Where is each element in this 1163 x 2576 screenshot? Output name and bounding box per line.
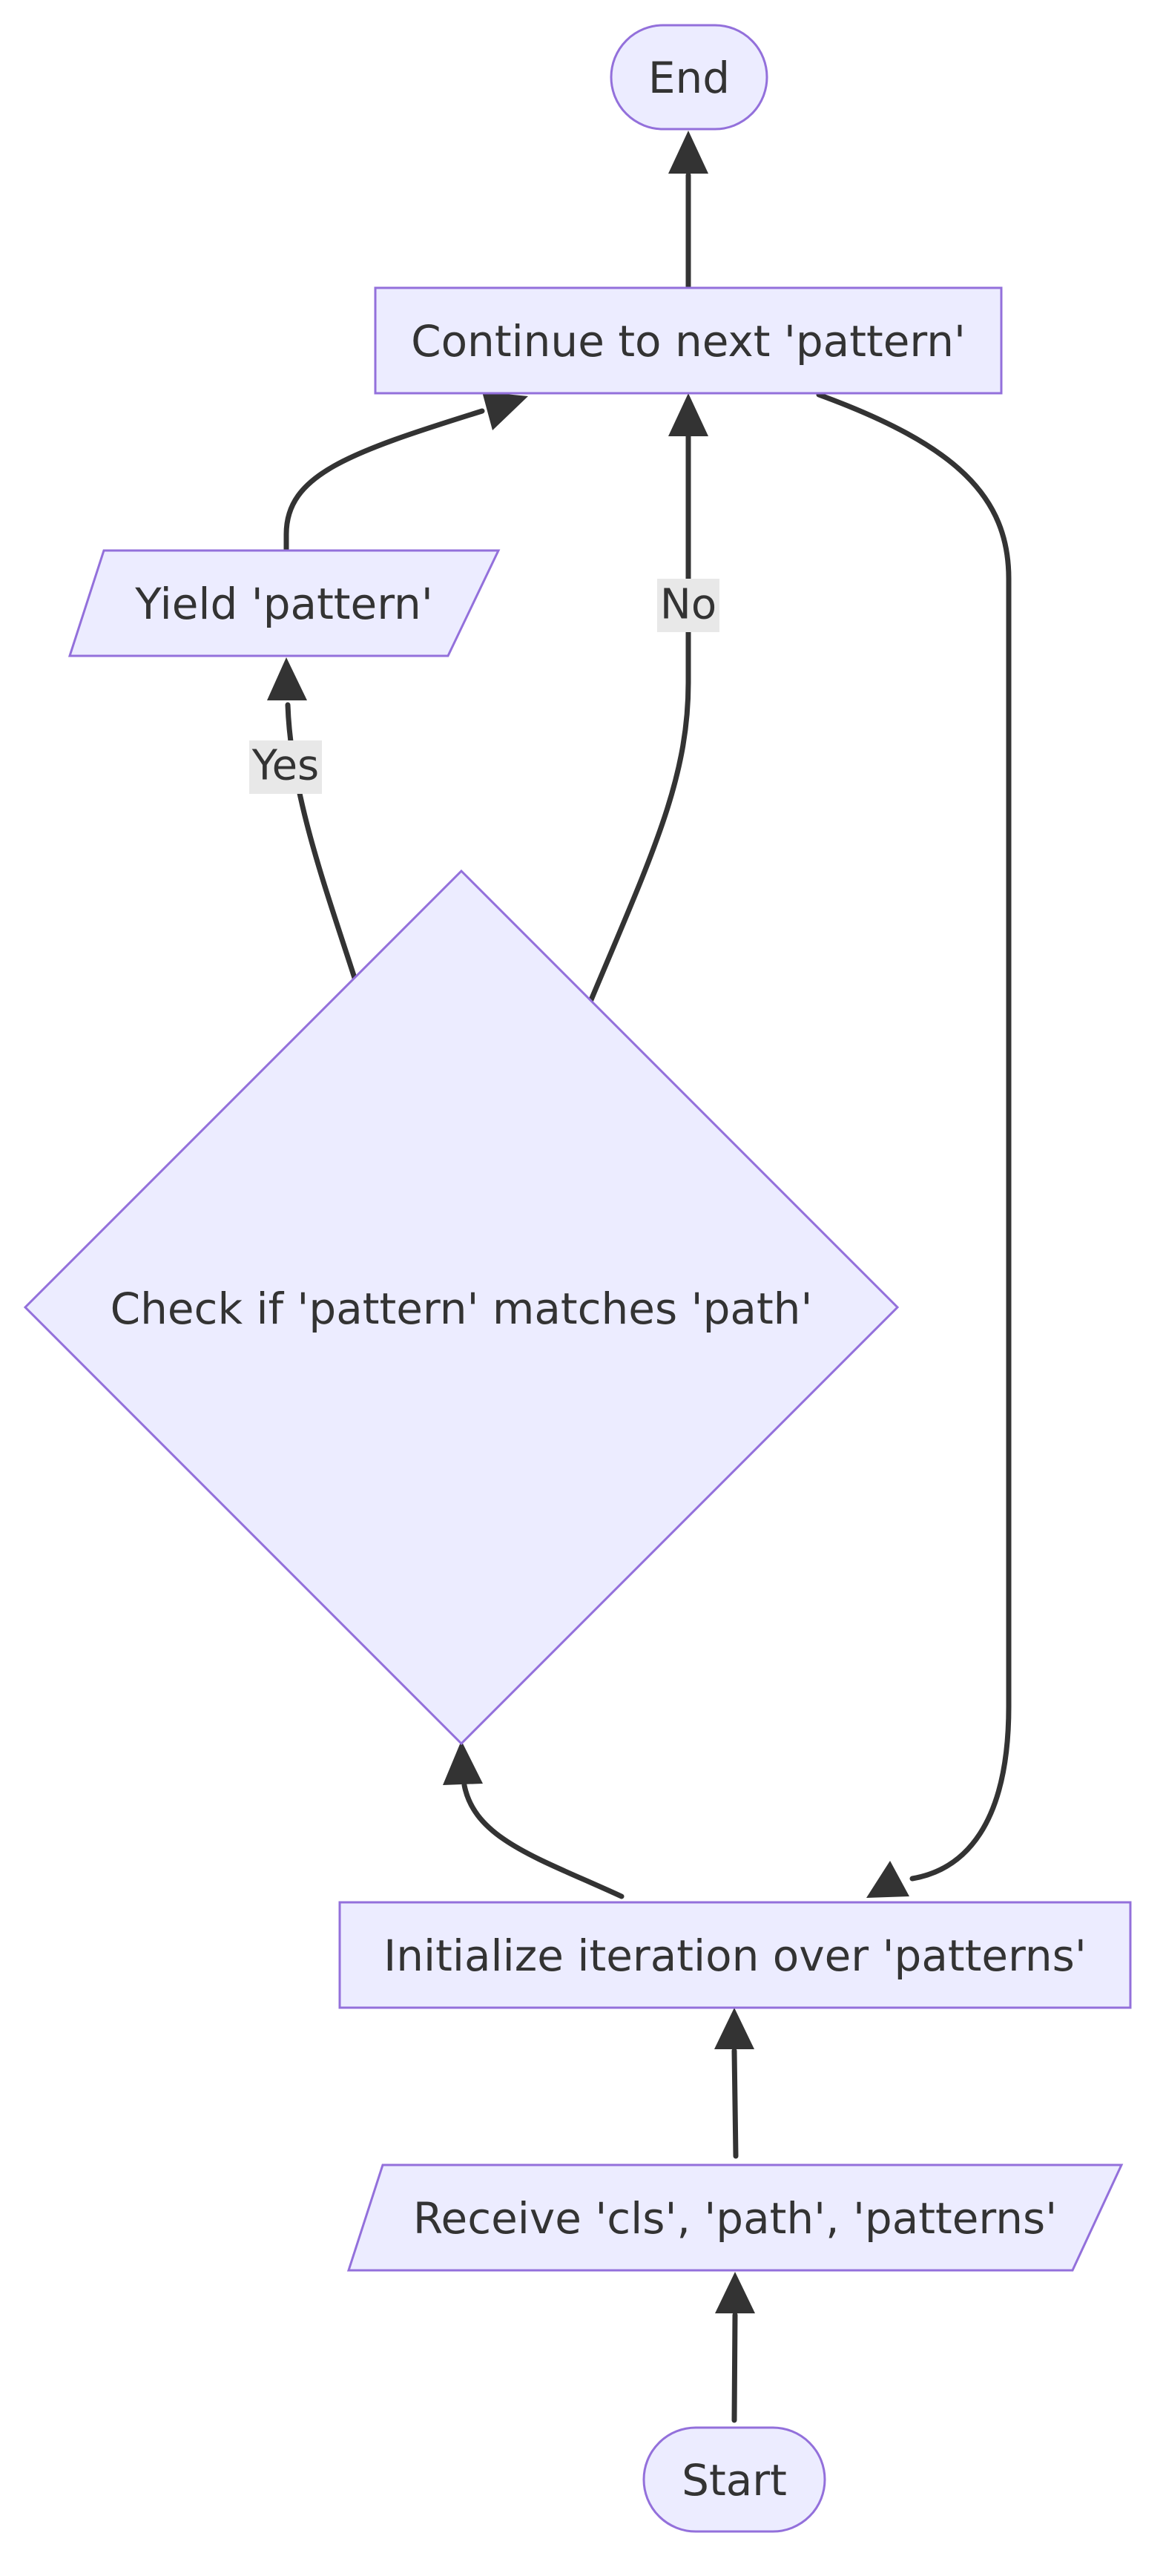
edge-label-yes: Yes xyxy=(249,740,322,794)
arrowhead-receive xyxy=(715,2272,755,2313)
node-receive-inputs[interactable]: Receive 'cls', 'path', 'patterns' xyxy=(346,2163,1124,2272)
node-start-shape xyxy=(642,2426,826,2533)
node-init-iteration-label: Initialize iteration over 'patterns' xyxy=(383,1931,1087,1981)
node-receive-inputs-label: Receive 'cls', 'path', 'patterns' xyxy=(413,2193,1057,2244)
node-check-match[interactable]: Check if 'pattern' matches 'path' xyxy=(23,869,900,1746)
edge-yield-to-continue xyxy=(283,408,485,552)
node-check-match-label: Check if 'pattern' matches 'path' xyxy=(111,1284,813,1334)
node-end-shape xyxy=(610,24,768,131)
node-end-label: End xyxy=(648,53,730,103)
arrowhead-continue-no xyxy=(668,393,708,436)
arrowhead-yield xyxy=(267,657,307,700)
arrowhead-continue-yes xyxy=(482,392,528,430)
node-check-match-shape xyxy=(23,869,900,1746)
arrowhead-end xyxy=(668,131,708,174)
node-start-label: Start xyxy=(682,2455,787,2506)
arrowhead-init-loop xyxy=(866,1861,909,1898)
edge-label-no-bg xyxy=(657,579,719,632)
arrowhead-init xyxy=(714,2008,754,2049)
edge-label-yes-text: Yes xyxy=(251,742,319,790)
arrowhead-check xyxy=(443,1741,483,1785)
edge-receive-to-init xyxy=(731,2048,739,2159)
edges xyxy=(267,131,1012,2423)
node-continue-next-label: Continue to next 'pattern' xyxy=(411,316,966,367)
node-yield-pattern-shape xyxy=(67,549,501,657)
edge-label-no-text: No xyxy=(660,581,716,629)
node-end[interactable]: End xyxy=(610,24,768,131)
edge-init-to-check xyxy=(461,1782,625,1899)
node-continue-next-shape xyxy=(374,286,1003,395)
node-yield-pattern-label: Yield 'pattern' xyxy=(134,579,433,629)
edge-check-to-continue xyxy=(587,433,691,1005)
edge-start-to-receive xyxy=(731,2312,738,2423)
edge-label-yes-bg xyxy=(249,740,322,794)
node-init-iteration-shape xyxy=(338,1901,1132,2009)
node-yield-pattern[interactable]: Yield 'pattern' xyxy=(67,549,501,657)
node-continue-next[interactable]: Continue to next 'pattern' xyxy=(374,286,1003,395)
node-init-iteration[interactable]: Initialize iteration over 'patterns' xyxy=(338,1901,1132,2009)
edge-label-no: No xyxy=(657,579,719,632)
node-start[interactable]: Start xyxy=(642,2426,826,2533)
edge-continue-to-init-loop xyxy=(816,392,1012,1882)
node-receive-inputs-shape xyxy=(346,2163,1124,2272)
